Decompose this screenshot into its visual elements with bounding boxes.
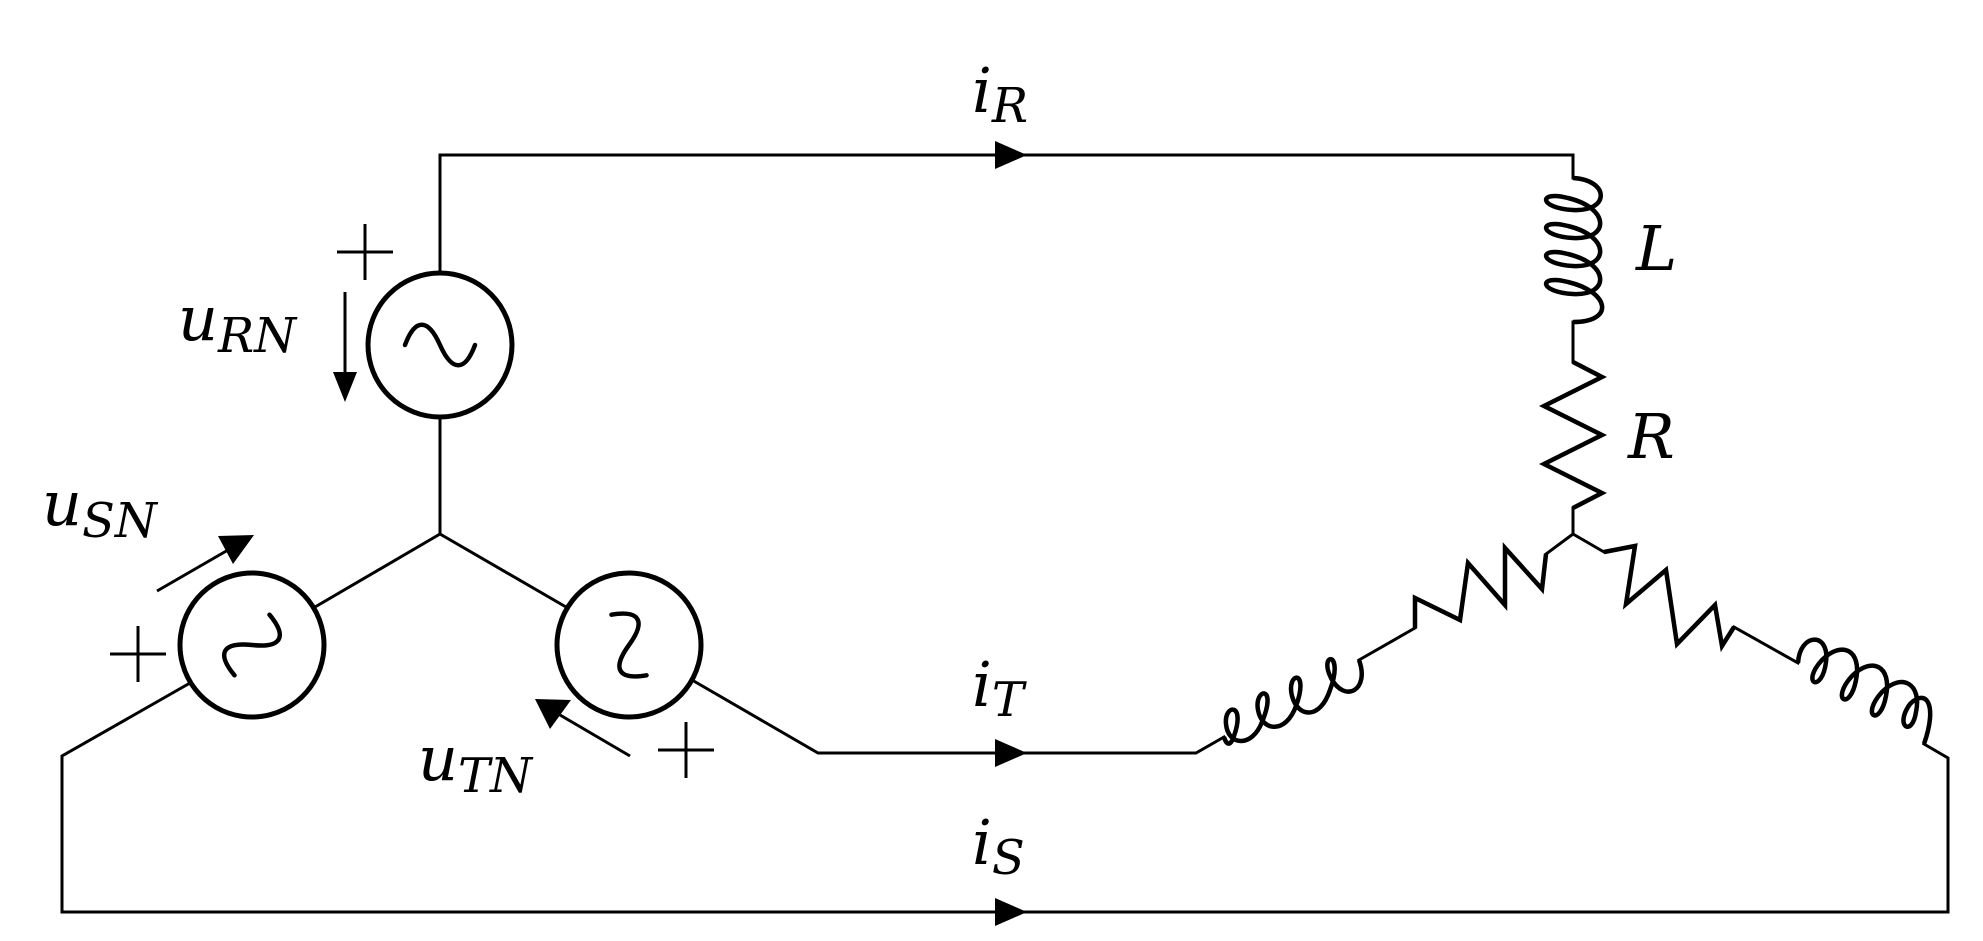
voltage-source-r xyxy=(365,270,515,420)
voltage-source-s xyxy=(177,570,327,720)
current-arrow-s-icon xyxy=(995,898,1027,926)
wire-neutral-to-t-source xyxy=(437,531,569,610)
resistor-s xyxy=(1603,543,1736,653)
wire-r-phase xyxy=(438,153,1575,274)
current-arrow-r-icon xyxy=(995,141,1027,169)
current-label-r: iR xyxy=(972,54,1028,134)
resistor-t xyxy=(1412,542,1549,628)
current-label-s: iS xyxy=(972,806,1025,886)
plus-sign-icon xyxy=(658,722,714,778)
voltage-label-rn: uRN xyxy=(178,282,298,364)
wire-neutral-to-s-source xyxy=(312,531,443,610)
sine-wave-icon xyxy=(402,322,478,368)
wire-t-phase xyxy=(689,677,1227,755)
wire-load-star-to-t-resistor xyxy=(1543,531,1576,557)
voltage-arrow-rn-icon xyxy=(333,292,357,402)
wire-s-load-link xyxy=(1731,624,1801,666)
voltage-label-sn: uSN xyxy=(42,467,159,549)
inductor-label: L xyxy=(1635,212,1677,285)
wire-t-load-link xyxy=(1356,625,1418,663)
inductor-t xyxy=(1221,657,1364,746)
voltage-arrow-tn-icon xyxy=(535,699,631,758)
resistor-label: R xyxy=(1627,400,1675,473)
plus-sign-icon xyxy=(110,626,166,682)
wire-load-star-to-s-resistor xyxy=(1570,531,1607,555)
sine-wave-icon xyxy=(222,612,282,678)
inductor-r xyxy=(1543,175,1605,325)
sine-wave-icon xyxy=(609,611,649,679)
voltage-label-tn: uTN xyxy=(418,722,534,804)
current-label-t: iT xyxy=(972,648,1027,728)
plus-sign-icon xyxy=(337,224,393,280)
voltage-arrow-sn-icon xyxy=(156,535,254,593)
inductor-s xyxy=(1795,637,1933,745)
resistor-r xyxy=(1538,360,1608,510)
current-arrow-t-icon xyxy=(995,739,1027,767)
voltage-source-t xyxy=(554,570,704,720)
